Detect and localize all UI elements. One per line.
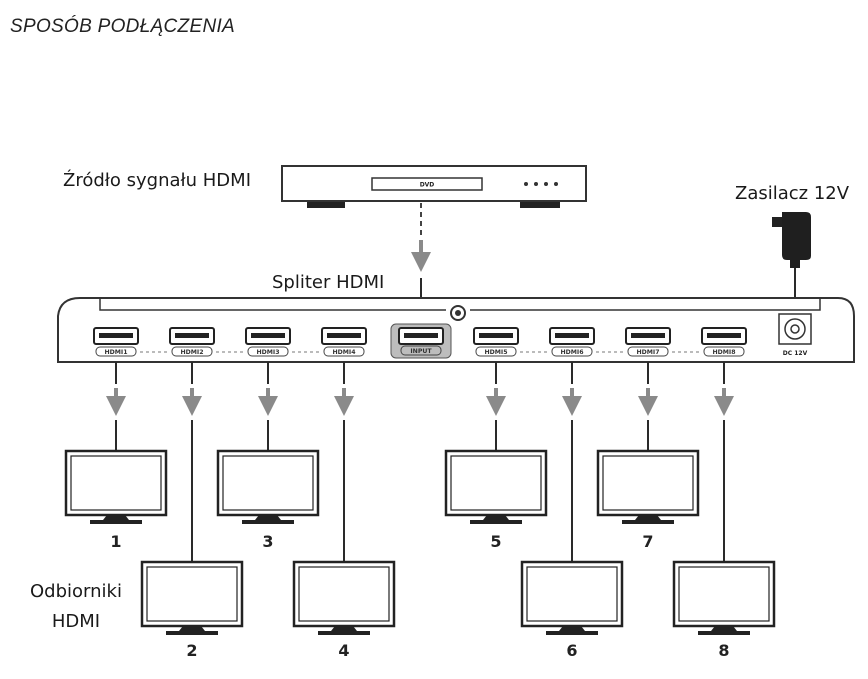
monitor-neck (635, 515, 661, 520)
hdmi-receiver-2: 2 (140, 560, 244, 660)
output-port-label-5: HDMI5 (484, 349, 507, 356)
hdmi-receiver-6: 6 (520, 560, 624, 660)
output-port-label-3: HDMI3 (256, 349, 279, 356)
monitor-screen (298, 566, 390, 622)
hdmi-receivers: 1 2 3 4 5 6 7 8 (64, 449, 776, 660)
receivers-label-line1: Odbiorniki (30, 581, 122, 602)
hdmi-receiver-5: 5 (444, 449, 548, 551)
monitor-neck (179, 626, 205, 631)
dvd-player: DVD (281, 165, 587, 208)
monitor-screen (450, 455, 542, 511)
splitter-body (57, 297, 855, 363)
receiver-number-7: 7 (642, 532, 653, 551)
output-ports: HDMI1 HDMI2 HDMI3 HDMI4 HDMI5 HDMI6 HDMI7 HDMI8 (93, 327, 747, 357)
hdmi-receiver-8: 8 (672, 560, 776, 660)
hdmi-receiver-1: 1 (64, 449, 168, 551)
monitor-stand (698, 631, 750, 635)
output-port-5: HDMI5 (473, 327, 519, 357)
input-port-label: INPUT (410, 348, 432, 355)
page-title: SPOSÓB PODŁĄCZENIA (10, 16, 236, 37)
receiver-number-2: 2 (186, 641, 197, 660)
output-port-label-4: HDMI4 (332, 349, 356, 356)
input-port: INPUT (390, 323, 452, 359)
monitor-neck (255, 515, 281, 520)
output-port-1: HDMI1 (93, 327, 139, 357)
monitor-screen (222, 455, 314, 511)
dvd-foot-left (307, 198, 345, 208)
output-port-8: HDMI8 (701, 327, 747, 357)
monitor-screen (602, 455, 694, 511)
output-port-label-7: HDMI7 (636, 349, 659, 356)
monitor-screen (678, 566, 770, 622)
monitor-neck (483, 515, 509, 520)
receiver-number-4: 4 (338, 641, 349, 660)
monitor-stand (90, 520, 142, 524)
monitor-neck (559, 626, 585, 631)
dvd-foot-right (520, 198, 560, 208)
receiver-number-6: 6 (566, 641, 577, 660)
monitor-screen (526, 566, 618, 622)
source-label: Źródło sygnału HDMI (63, 170, 251, 191)
hdmi-receiver-7: 7 (596, 449, 700, 551)
monitor-screen (70, 455, 162, 511)
receivers-label-line2: HDMI (51, 611, 101, 632)
output-port-6: HDMI6 (549, 327, 595, 357)
output-port-label-6: HDMI6 (560, 349, 583, 356)
monitor-stand (242, 520, 294, 524)
monitor-screen (146, 566, 238, 622)
monitor-stand (470, 520, 522, 524)
dvd-label: DVD (420, 182, 435, 189)
receivers-label: Odbiorniki HDMI (30, 577, 122, 637)
receiver-number-5: 5 (490, 532, 501, 551)
monitor-stand (622, 520, 674, 524)
output-port-label-2: HDMI2 (180, 349, 203, 356)
monitor-neck (711, 626, 737, 631)
monitor-stand (546, 631, 598, 635)
splitter-label: Spliter HDMI (272, 272, 385, 293)
receiver-number-8: 8 (718, 641, 729, 660)
dc-jack: DC 12V (778, 313, 812, 357)
hdmi-receiver-3: 3 (216, 449, 320, 551)
monitor-stand (318, 631, 370, 635)
output-cables (106, 362, 734, 562)
power-supply-label: Zasilacz 12V (735, 183, 850, 204)
receiver-number-1: 1 (110, 532, 121, 551)
dvd-tray (371, 177, 483, 191)
dc-jack-label: DC 12V (783, 350, 808, 357)
hdmi-receiver-4: 4 (292, 560, 396, 660)
output-port-7: HDMI7 (625, 327, 671, 357)
output-port-3: HDMI3 (245, 327, 291, 357)
monitor-neck (331, 626, 357, 631)
receiver-number-3: 3 (262, 532, 273, 551)
monitor-neck (103, 515, 129, 520)
dvd-buttons (524, 182, 558, 186)
monitor-stand (166, 631, 218, 635)
output-port-label-1: HDMI1 (104, 349, 127, 356)
output-port-4: HDMI4 (321, 327, 367, 357)
output-port-2: HDMI2 (169, 327, 215, 357)
output-port-label-8: HDMI8 (712, 349, 735, 356)
